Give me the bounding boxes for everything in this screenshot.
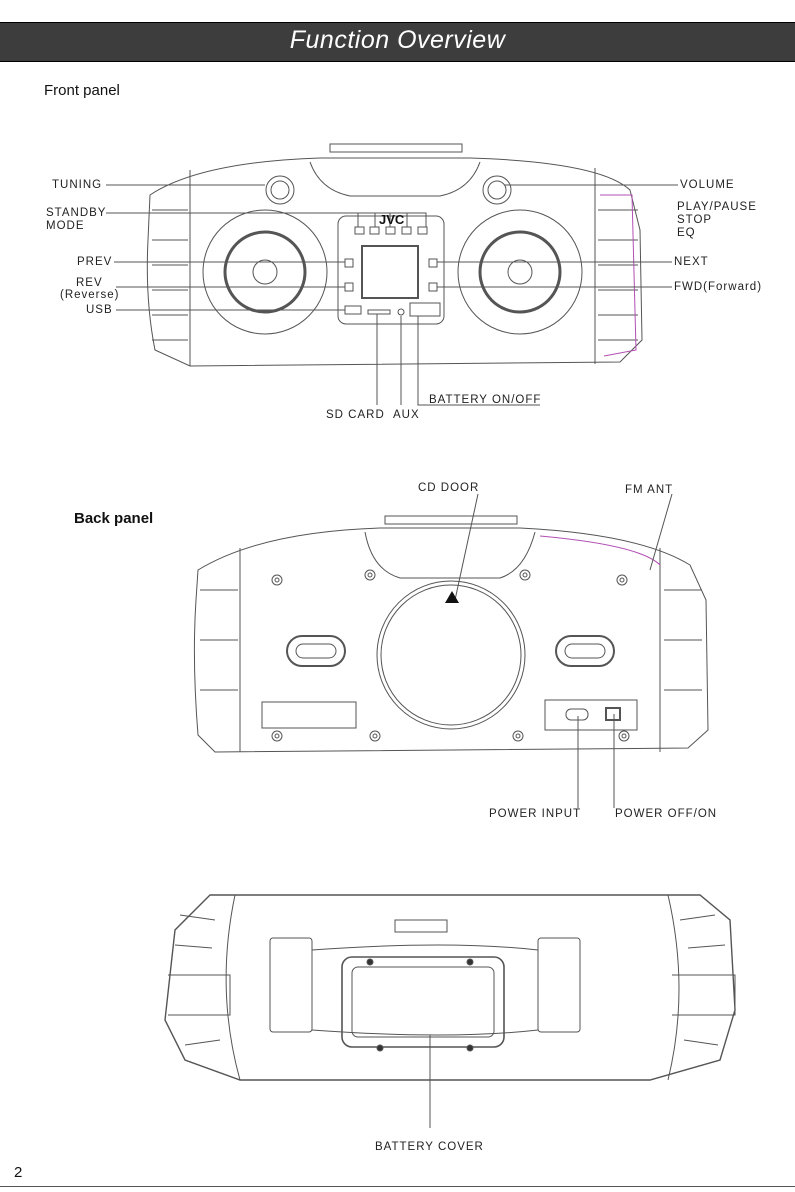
label-prev: PREV (77, 256, 112, 269)
brand-logo: JVC (379, 212, 405, 227)
page-number: 2 (14, 1164, 22, 1181)
label-standby: STANDBY (46, 207, 106, 220)
label-power-input: POWER INPUT (489, 808, 581, 821)
label-battery-cover: BATTERY COVER (375, 1141, 484, 1154)
label-play-pause: PLAY/PAUSE (677, 201, 757, 214)
footer-rule (0, 1186, 795, 1187)
label-fwd: FWD(Forward) (674, 281, 762, 294)
label-fm-ant: FM ANT (625, 484, 673, 497)
label-eq: EQ (677, 227, 696, 240)
label-power-switch: POWER OFF/ON (615, 808, 717, 821)
front-panel-illustration (106, 144, 678, 405)
label-next: NEXT (674, 256, 709, 269)
back-panel-illustration (194, 494, 708, 808)
label-sd-card: SD CARD (326, 409, 385, 422)
label-battery: BATTERY ON/OFF (429, 394, 541, 407)
label-rev-sub: (Reverse) (60, 289, 119, 302)
label-stop: STOP (677, 214, 712, 227)
label-aux: AUX (393, 409, 420, 422)
bottom-view-illustration (165, 895, 735, 1128)
label-cd-door: CD DOOR (418, 482, 479, 495)
label-mode: MODE (46, 220, 85, 233)
label-tuning: TUNING (52, 179, 102, 192)
label-usb: USB (86, 304, 113, 317)
label-volume: VOLUME (680, 179, 735, 192)
